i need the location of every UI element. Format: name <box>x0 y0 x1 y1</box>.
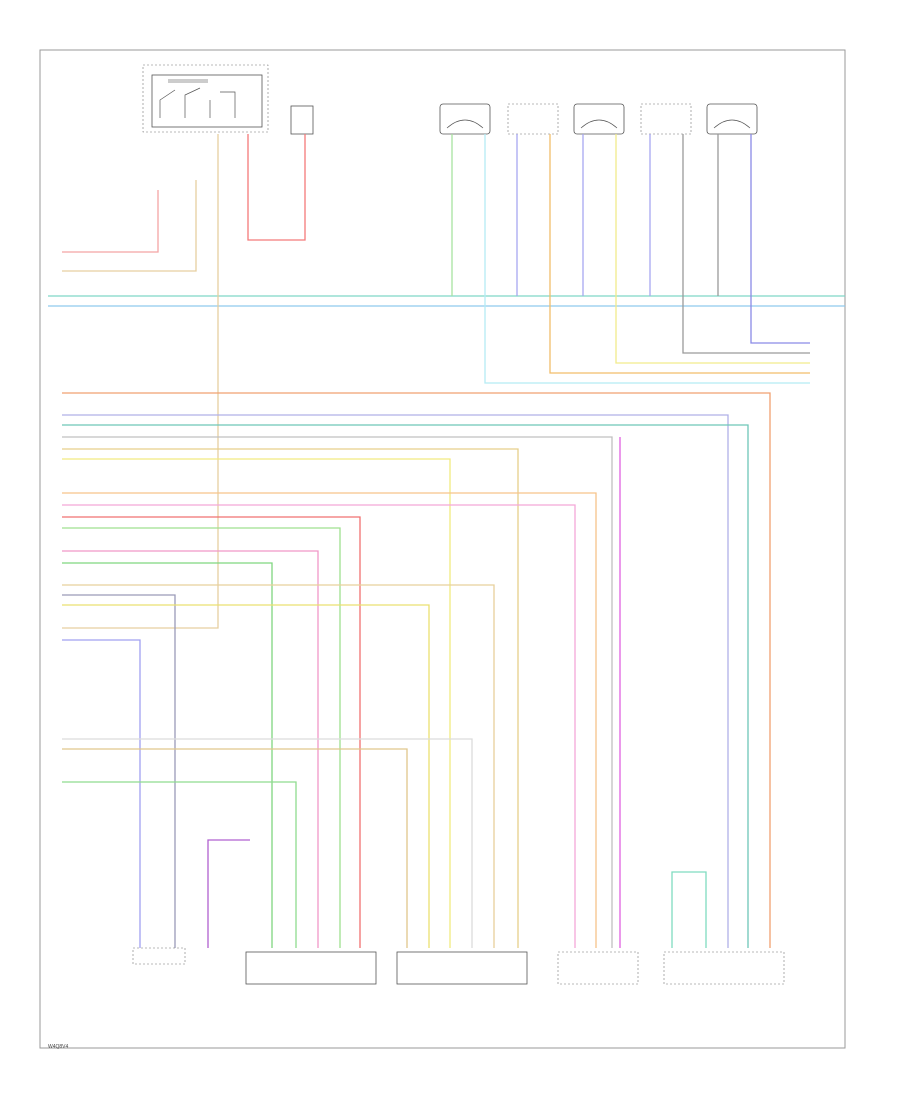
wire-green-3 <box>62 781 297 948</box>
wire-sensor3-yellow <box>615 134 810 364</box>
bus-wires <box>48 134 845 948</box>
wire-sensor2-orange <box>549 134 810 374</box>
wire-yellow-2 <box>62 604 430 948</box>
wire-orange-red <box>62 392 771 948</box>
wire-tan-2 <box>62 584 495 948</box>
top-sensor-4 <box>640 103 692 135</box>
diagram-border <box>39 49 846 1049</box>
wire-gold <box>62 448 519 948</box>
wire-sensor4-gray <box>682 134 810 354</box>
wire-purple-jumper <box>207 839 250 948</box>
wire-yellow <box>62 458 451 948</box>
wire-green-2 <box>62 562 273 948</box>
bottom-connectors <box>132 947 785 985</box>
relay-component <box>142 64 269 133</box>
top-sensor-5 <box>706 103 758 135</box>
wire-orange-2 <box>62 492 597 948</box>
wire-purple-gray <box>62 594 176 948</box>
top-sensor-2 <box>507 103 559 135</box>
wire-red-white <box>62 190 159 253</box>
wire-sensor5-blue <box>750 134 810 344</box>
wire-violet <box>62 414 729 948</box>
wire-white <box>62 738 473 948</box>
sensor-module-component <box>290 105 314 135</box>
wire-red-2 <box>62 516 361 948</box>
wire-teal <box>62 424 749 948</box>
top-sensor-1 <box>439 103 491 135</box>
wire-tan-3 <box>62 748 408 948</box>
diagram-code: W4Q8V4 <box>48 1044 69 1050</box>
wire-green-jumper <box>671 871 707 948</box>
wire-tan-1 <box>62 180 197 272</box>
wire-blue-2 <box>62 639 141 948</box>
wire-relay-red <box>247 134 306 241</box>
wire-sensor1-cyan <box>484 134 810 384</box>
wire-magenta <box>62 550 319 948</box>
wire-relay-tan-long <box>62 134 219 629</box>
wire-gray <box>62 436 613 948</box>
wire-pink <box>62 504 576 948</box>
wire-light-green <box>62 527 341 948</box>
top-sensor-3 <box>573 103 625 135</box>
